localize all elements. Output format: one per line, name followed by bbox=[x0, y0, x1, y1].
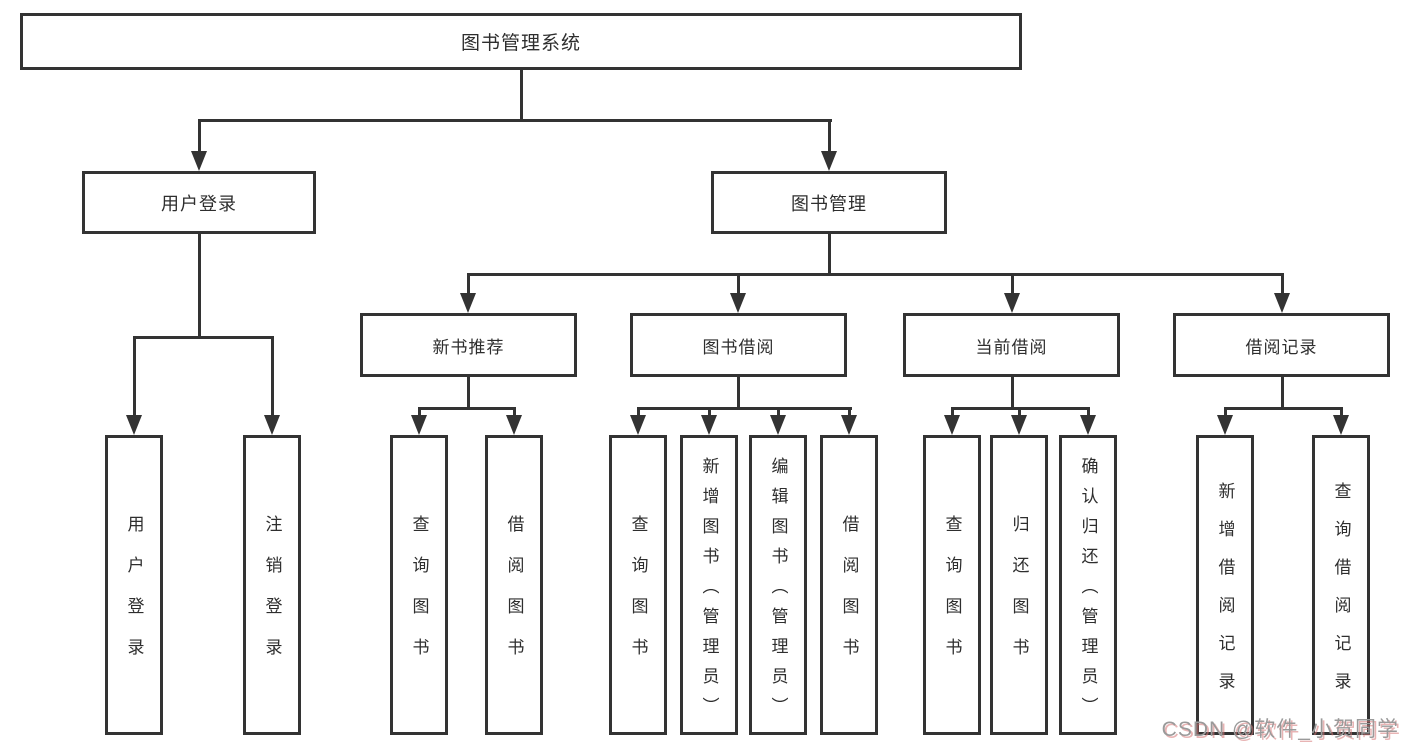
arrow-down-icon bbox=[460, 293, 476, 313]
connector-drop-leaf bbox=[776, 407, 780, 417]
arrow-down-icon bbox=[1217, 415, 1233, 435]
connector-userlogin-stem bbox=[197, 234, 201, 336]
arrow-down-icon bbox=[630, 415, 646, 435]
connector-drop-leaf bbox=[512, 407, 516, 417]
node-book-management: 图书管理 bbox=[711, 171, 947, 234]
leaf-user-login: 用户登录 bbox=[105, 435, 163, 735]
arrow-down-icon bbox=[841, 415, 857, 435]
node-label: 图书管理 bbox=[791, 193, 867, 214]
arrow-down-icon bbox=[770, 415, 786, 435]
leaf-label: 借阅图书 bbox=[839, 515, 859, 679]
node-current-borrow: 当前借阅 bbox=[903, 313, 1120, 377]
node-user-login: 用户登录 bbox=[82, 171, 316, 234]
arrow-down-icon bbox=[1274, 293, 1290, 313]
arrow-down-icon bbox=[191, 151, 207, 171]
connector-bookmgmt-bar bbox=[466, 273, 1284, 276]
connector-drop-leaf bbox=[1086, 407, 1090, 417]
connector-bookborrow-stem bbox=[736, 377, 740, 407]
leaf-return-books: 归还图书 bbox=[990, 435, 1048, 735]
arrow-down-icon bbox=[1011, 415, 1027, 435]
node-label: 借阅记录 bbox=[1245, 337, 1318, 357]
connector-drop-leaf bbox=[950, 407, 954, 417]
node-new-book-recommend: 新书推荐 bbox=[360, 313, 577, 377]
node-label: 图书管理系统 bbox=[460, 33, 581, 54]
arrow-down-icon bbox=[411, 415, 427, 435]
arrow-down-icon bbox=[506, 415, 522, 435]
node-borrow-records: 借阅记录 bbox=[1173, 313, 1390, 377]
arrow-down-icon bbox=[821, 151, 837, 171]
connector-drop-leaf bbox=[1017, 407, 1021, 417]
leaf-label: 查询借阅记录 bbox=[1331, 481, 1351, 710]
leaf-edit-books-admin: 编辑图书（管理员） bbox=[749, 435, 807, 735]
leaf-label: 用户登录 bbox=[124, 515, 144, 679]
connector-drop-leaf bbox=[132, 336, 136, 416]
connector-bookborrow-bar bbox=[636, 407, 852, 410]
arrow-down-icon bbox=[944, 415, 960, 435]
connector-drop-l3 bbox=[1010, 273, 1014, 295]
connector-drop-book-mgmt bbox=[827, 119, 831, 152]
leaf-label: 查询图书 bbox=[628, 515, 648, 679]
connector-root-bar bbox=[197, 119, 832, 122]
connector-newbooks-stem bbox=[466, 377, 470, 407]
leaf-label: 查询图书 bbox=[942, 515, 962, 679]
leaf-confirm-return-admin: 确认归还（管理员） bbox=[1059, 435, 1117, 735]
connector-drop-leaf bbox=[1223, 407, 1227, 417]
leaf-borrow-books-recommend: 借阅图书 bbox=[485, 435, 543, 735]
leaf-label: 归还图书 bbox=[1009, 515, 1029, 679]
connector-newbooks-bar bbox=[417, 407, 516, 410]
connector-currentborrow-stem bbox=[1010, 377, 1014, 407]
connector-records-bar bbox=[1223, 407, 1343, 410]
connector-drop-leaf bbox=[847, 407, 851, 417]
leaf-label: 新增借阅记录 bbox=[1215, 481, 1235, 710]
csdn-watermark: CSDN @软件_小贺同学 bbox=[1161, 718, 1399, 741]
arrow-down-icon bbox=[1333, 415, 1349, 435]
node-label: 图书借阅 bbox=[702, 337, 775, 357]
leaf-label: 查询图书 bbox=[409, 515, 429, 679]
connector-userlogin-bar bbox=[132, 336, 274, 339]
leaf-label: 注销登录 bbox=[262, 515, 282, 679]
connector-drop-leaf bbox=[636, 407, 640, 417]
connector-drop-leaf bbox=[707, 407, 711, 417]
leaf-query-borrow-record: 查询借阅记录 bbox=[1312, 435, 1370, 735]
leaf-label: 确认归还（管理员） bbox=[1078, 456, 1098, 727]
connector-root-stem bbox=[519, 70, 523, 119]
connector-drop-leaf bbox=[1339, 407, 1343, 417]
leaf-add-books-admin: 新增图书（管理员） bbox=[680, 435, 738, 735]
leaf-label: 借阅图书 bbox=[504, 515, 524, 679]
connector-drop-l3 bbox=[1280, 273, 1284, 295]
arrow-down-icon bbox=[730, 293, 746, 313]
connector-drop-user-login bbox=[197, 119, 201, 152]
node-label: 当前借阅 bbox=[975, 337, 1048, 357]
connector-drop-leaf bbox=[270, 336, 274, 416]
arrow-down-icon bbox=[1004, 293, 1020, 313]
leaf-label: 编辑图书（管理员） bbox=[768, 456, 788, 727]
arrow-down-icon bbox=[264, 415, 280, 435]
leaf-query-books-recommend: 查询图书 bbox=[390, 435, 448, 735]
connector-records-stem bbox=[1280, 377, 1284, 407]
leaf-query-books-borrow: 查询图书 bbox=[609, 435, 667, 735]
leaf-query-books-current: 查询图书 bbox=[923, 435, 981, 735]
connector-drop-leaf bbox=[417, 407, 421, 417]
connector-drop-l3 bbox=[466, 273, 470, 295]
leaf-logout: 注销登录 bbox=[243, 435, 301, 735]
leaf-label: 新增图书（管理员） bbox=[699, 456, 719, 727]
arrow-down-icon bbox=[701, 415, 717, 435]
connector-drop-l3 bbox=[736, 273, 740, 295]
node-root-library-system: 图书管理系统 bbox=[20, 13, 1022, 70]
leaf-add-borrow-record: 新增借阅记录 bbox=[1196, 435, 1254, 735]
leaf-borrow-books: 借阅图书 bbox=[820, 435, 878, 735]
connector-bookmgmt-stem bbox=[827, 234, 831, 273]
arrow-down-icon bbox=[1080, 415, 1096, 435]
node-label: 新书推荐 bbox=[432, 337, 505, 357]
node-book-borrow: 图书借阅 bbox=[630, 313, 847, 377]
arrow-down-icon bbox=[126, 415, 142, 435]
node-label: 用户登录 bbox=[161, 193, 237, 214]
